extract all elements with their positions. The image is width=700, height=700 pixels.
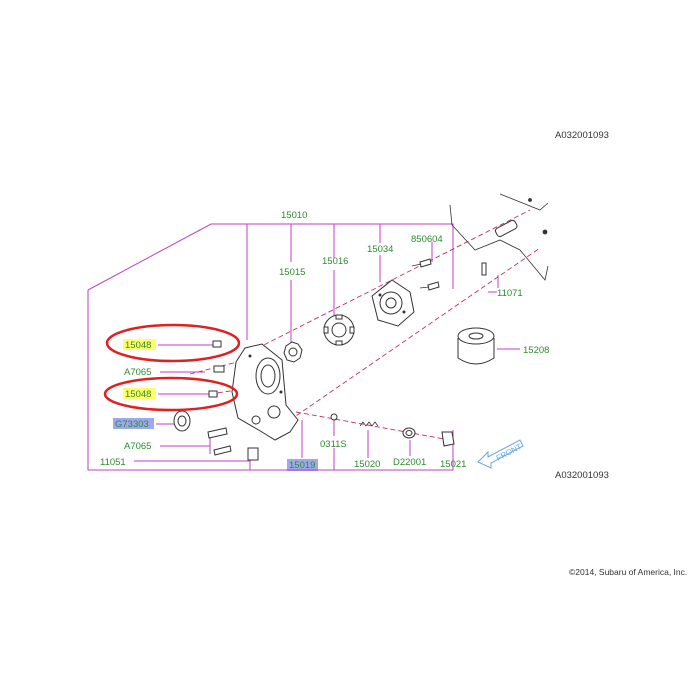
ref-code-top: A032001093 — [555, 130, 609, 141]
front-arrow-icon: FRONT — [477, 439, 524, 469]
copyright-notice: ©2014, Subaru of America, Inc. — [569, 567, 687, 577]
highlight-15048-a — [123, 339, 156, 350]
ref-code-bottom: A032001093 — [555, 470, 609, 481]
callout-15048-a — [105, 323, 241, 363]
label-850604: 850604 — [411, 234, 443, 245]
label-11071: 11071 — [497, 288, 523, 299]
label-15020: 15020 — [354, 459, 380, 470]
relief-valve-parts — [330, 413, 455, 447]
front-label: FRONT — [495, 442, 524, 463]
oil-filter — [457, 327, 495, 365]
label-d22001: D22001 — [393, 457, 426, 468]
callout-15048-b — [103, 376, 239, 412]
highlight-g73303 — [113, 418, 154, 429]
highlight-15048-b — [123, 388, 156, 399]
assembly-frame — [87, 223, 520, 471]
label-a7065-a: A7065 — [124, 367, 151, 378]
label-11051: 11051 — [100, 457, 126, 468]
inner-rotor — [283, 341, 303, 363]
pump-cover — [371, 279, 415, 327]
outer-rotor — [323, 314, 355, 346]
oil-seal — [173, 410, 191, 432]
label-g73303: G73303 — [115, 419, 149, 430]
label-15208: 15208 — [523, 345, 549, 356]
highlight-15019 — [287, 459, 318, 471]
label-15015: 15015 — [279, 267, 305, 278]
label-15019: 15019 — [289, 460, 315, 471]
label-15034: 15034 — [367, 244, 393, 255]
bolts-850604 — [411, 258, 440, 291]
label-15016: 15016 — [322, 256, 348, 267]
left-fasteners — [207, 340, 232, 456]
label-a7065-b: A7065 — [124, 441, 151, 452]
label-0311s: 0311S — [320, 439, 347, 450]
label-15010: 15010 — [281, 210, 307, 221]
engine-block-outline — [449, 193, 549, 281]
label-15021: 15021 — [440, 459, 466, 470]
oil-pump-body — [213, 343, 299, 461]
label-15048-b: 15048 — [125, 389, 151, 400]
label-15048-a: 15048 — [125, 340, 151, 351]
